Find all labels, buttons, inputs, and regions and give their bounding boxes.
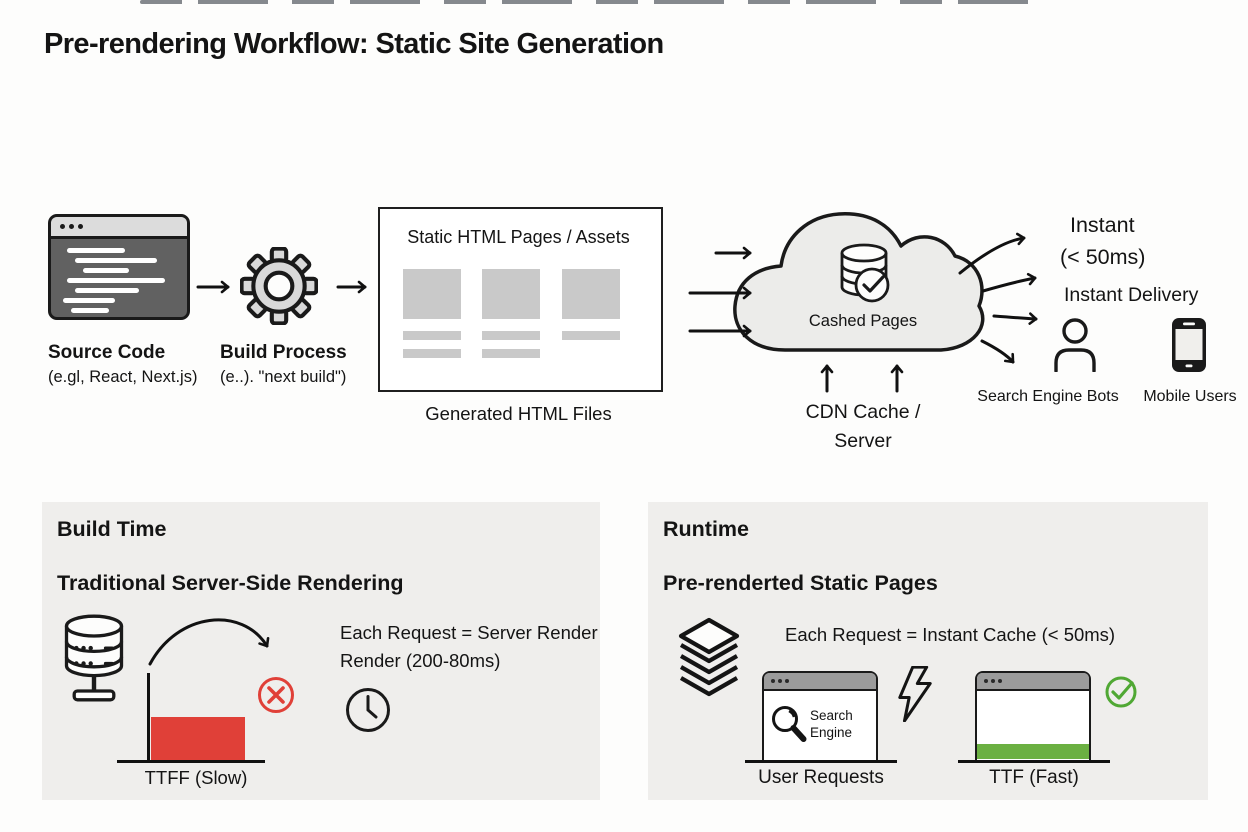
source-code-label: Source Code xyxy=(48,342,166,363)
build-time-panel xyxy=(42,502,600,800)
mobile-phone-icon xyxy=(1172,318,1206,372)
chart-x-axis xyxy=(117,760,265,763)
cached-pages-label: Cashed Pages xyxy=(808,312,918,330)
file-card xyxy=(562,269,620,319)
slow-ttfb-bar xyxy=(151,717,245,760)
source-code-window-icon xyxy=(48,214,190,320)
fast-browser-icon xyxy=(975,671,1091,762)
build-process-label: Build Process xyxy=(220,342,347,363)
window-dot xyxy=(69,224,74,229)
request-render-line1: Each Request = Server Render xyxy=(340,622,598,643)
window-dot xyxy=(991,679,995,683)
window-titlebar xyxy=(51,217,187,239)
browser-baseline xyxy=(958,760,1110,763)
instant-label: Instant xyxy=(1070,213,1135,237)
fast-progress-bar xyxy=(977,744,1089,759)
magnifier-icon xyxy=(772,706,807,742)
window-dot xyxy=(771,679,775,683)
window-dot xyxy=(984,679,988,683)
window-dot xyxy=(778,679,782,683)
source-code-sublabel: (e.gl, React, Next.js) xyxy=(48,368,198,386)
chart-y-axis xyxy=(147,673,150,763)
browser-titlebar xyxy=(977,673,1089,691)
lightning-icon xyxy=(898,666,932,722)
mobile-users-label: Mobile Users xyxy=(1143,388,1237,405)
static-pages-title: Static HTML Pages / Assets xyxy=(407,227,630,247)
browser-baseline xyxy=(745,760,897,763)
prerendered-subheading: Pre-renderted Static Pages xyxy=(663,571,938,595)
window-dot xyxy=(78,224,83,229)
latency-label: (< 50ms) xyxy=(1060,245,1146,269)
static-pages-stack-icon xyxy=(678,617,740,697)
file-bar xyxy=(403,349,461,358)
window-dot xyxy=(60,224,65,229)
instant-delivery-label: Instant Delivery xyxy=(1064,284,1199,306)
file-card xyxy=(403,269,461,319)
file-bar xyxy=(562,331,620,340)
clock-icon xyxy=(346,688,390,732)
generated-files-caption: Generated HTML Files xyxy=(425,403,612,424)
window-dot xyxy=(998,679,1002,683)
ttfb-slow-label: TTFF (Slow) xyxy=(144,767,248,788)
arrow-cloud-out-3 xyxy=(992,312,1038,325)
search-browser-icon: Search Engine xyxy=(762,671,878,762)
runtime-panel xyxy=(648,502,1208,800)
file-bar xyxy=(403,331,461,340)
file-card xyxy=(482,269,540,319)
gear-icon xyxy=(240,247,318,325)
file-bar xyxy=(482,349,540,358)
search-bot-person-icon xyxy=(1054,318,1096,372)
server-stack-icon xyxy=(64,614,124,702)
cdn-cache-label: CDN Cache / Server xyxy=(805,401,921,453)
file-bar xyxy=(482,331,540,340)
search-engine-text: Search Engine xyxy=(810,708,853,740)
success-check-icon xyxy=(1105,676,1137,708)
top-edge-artifact xyxy=(140,0,1045,4)
ssr-subheading: Traditional Server-Side Rendering xyxy=(57,571,404,595)
window-dot xyxy=(785,679,789,683)
build-process-sublabel: (e..). "next build") xyxy=(220,368,347,386)
code-lines xyxy=(51,239,187,313)
search-bots-label: Search Engine Bots xyxy=(977,388,1119,405)
cached-database-icon xyxy=(840,243,890,303)
page-title: Pre-rendering Workflow: Static Site Gene… xyxy=(44,28,664,60)
instant-cache-text: Each Request = Instant Cache (< 50ms) xyxy=(785,624,1116,645)
request-render-line2: Render (200-80ms) xyxy=(340,650,501,671)
ttf-fast-label: TTF (Fast) xyxy=(989,767,1079,788)
error-x-icon xyxy=(258,677,294,713)
runtime-heading: Runtime xyxy=(663,517,749,541)
user-requests-label: User Requests xyxy=(758,767,884,788)
browser-titlebar xyxy=(764,673,876,691)
build-time-heading: Build Time xyxy=(57,517,167,541)
